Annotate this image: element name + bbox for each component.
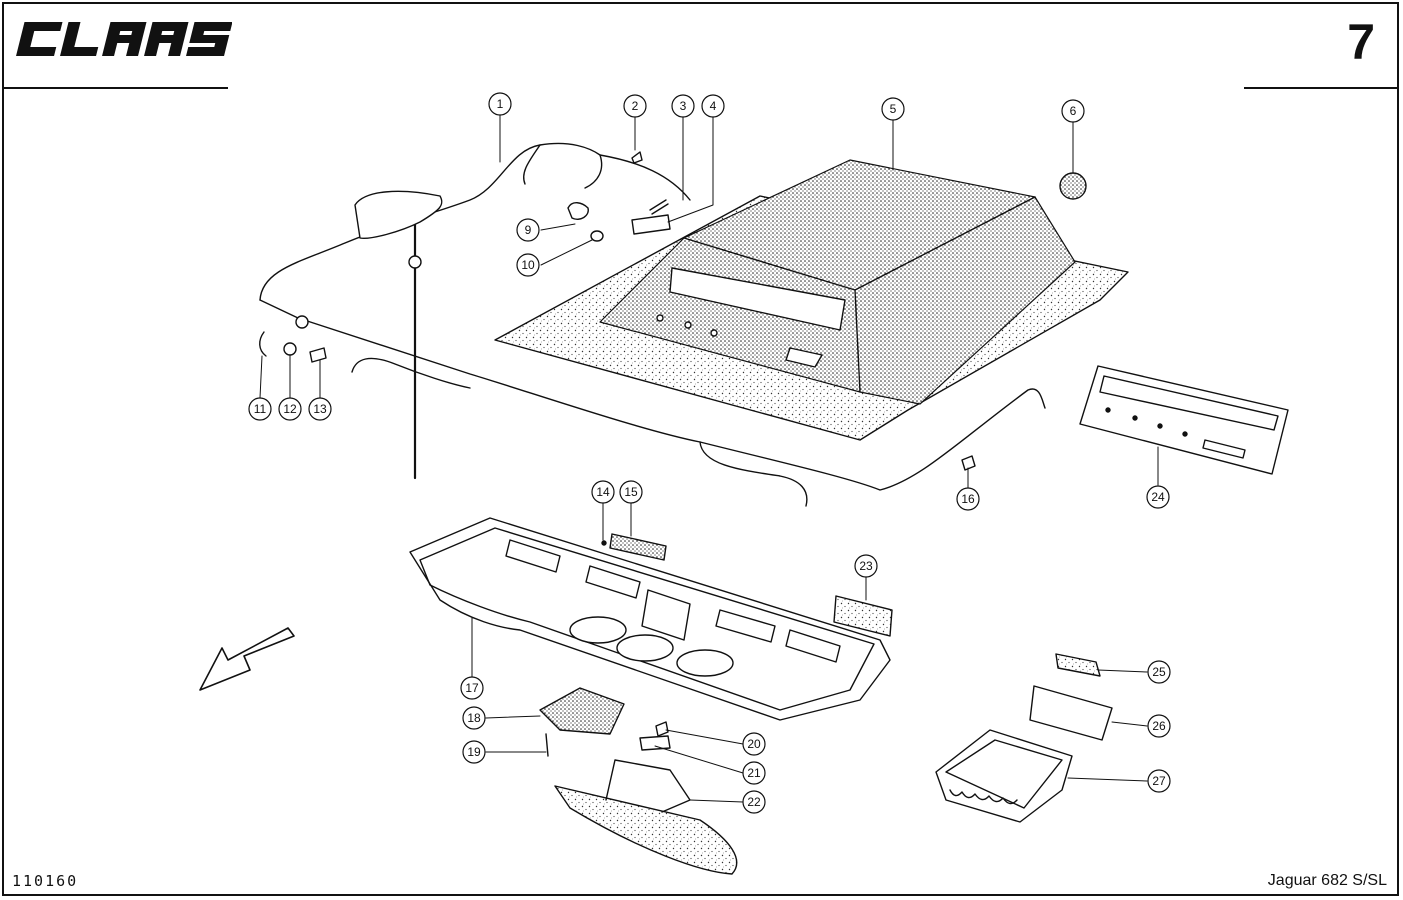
callout-label-9: 9 [525, 223, 532, 237]
connector-part-3 [649, 199, 669, 215]
callout-label-16: 16 [961, 492, 975, 506]
callout-label-4: 4 [710, 99, 717, 113]
header-rule-right [1244, 87, 1399, 89]
callout-label-10: 10 [521, 258, 535, 272]
callout-26 [1147, 714, 1171, 738]
speaker-cover-part-6 [1059, 172, 1087, 200]
callout-label-2: 2 [632, 99, 639, 113]
callout-label-23: 23 [859, 559, 873, 573]
callout-12 [278, 397, 302, 421]
front-panel-part [1079, 365, 1289, 475]
callout-label-26: 26 [1152, 719, 1166, 733]
callout-20 [742, 732, 766, 756]
direction-arrow [199, 627, 295, 691]
callout-label-14: 14 [596, 485, 610, 499]
callout-1 [488, 92, 512, 116]
callout-25 [1147, 660, 1171, 684]
callout-13 [308, 397, 332, 421]
callout-19 [462, 740, 486, 764]
lamp-part-4 [631, 214, 671, 235]
callout-label-25: 25 [1152, 665, 1166, 679]
switch-panel-part-15 [609, 533, 667, 561]
callout-21 [742, 761, 766, 785]
callout-3 [671, 94, 695, 118]
clamp-part-13 [309, 347, 327, 363]
callout-label-6: 6 [1070, 104, 1077, 118]
callout-14 [591, 480, 615, 504]
callout-label-18: 18 [467, 711, 481, 725]
callout-2 [623, 94, 647, 118]
callout-16 [956, 487, 980, 511]
callout-label-12: 12 [283, 402, 297, 416]
callout-label-15: 15 [624, 485, 638, 499]
ring-part-12 [283, 342, 297, 356]
callout-label-1: 1 [497, 97, 504, 111]
claas-logo [12, 16, 233, 67]
cover-part-23 [833, 595, 893, 637]
speaker-grille-part-18 [539, 687, 625, 735]
callout-22 [742, 790, 766, 814]
plate-part-25 [1055, 653, 1101, 677]
screw-part-19 [545, 733, 549, 757]
clip-part-16 [961, 455, 976, 471]
callout-17 [460, 676, 484, 700]
header-rule-left [2, 87, 228, 89]
callout-4 [701, 94, 725, 118]
callout-24 [1146, 485, 1170, 509]
callout-15 [619, 480, 643, 504]
page-number: 7 [1347, 14, 1375, 70]
callout-18 [462, 706, 486, 730]
callout-label-22: 22 [747, 795, 761, 809]
screw-part-14 [601, 540, 607, 546]
callout-10 [516, 253, 540, 277]
callout-5 [881, 97, 905, 121]
console-tray-part [409, 517, 891, 721]
grommet-part-10 [590, 230, 604, 242]
callout-label-27: 27 [1152, 774, 1166, 788]
callout-11 [248, 397, 272, 421]
callout-label-20: 20 [747, 737, 761, 751]
drawing-number: 110160 [12, 872, 79, 890]
storage-tray-part-27 [935, 729, 1073, 823]
callout-label-5: 5 [890, 102, 897, 116]
screw-part-20 [655, 721, 669, 737]
bracket-part-21 [639, 735, 671, 751]
clip-part-11 [259, 331, 267, 357]
callout-23 [854, 554, 878, 578]
callout-label-24: 24 [1151, 490, 1165, 504]
callout-27 [1147, 769, 1171, 793]
callout-label-21: 21 [747, 766, 761, 780]
callout-label-3: 3 [680, 99, 687, 113]
bulb-holder-part-9 [567, 202, 589, 220]
model-name: Jaguar 682 S/SL [1267, 872, 1387, 889]
callout-9 [516, 218, 540, 242]
sun-visor-part [554, 759, 738, 875]
callout-6 [1061, 99, 1085, 123]
wiring-harness-part [259, 142, 1046, 507]
callout-label-17: 17 [465, 681, 479, 695]
roof-headliner-part [494, 159, 1129, 441]
callout-label-19: 19 [467, 745, 481, 759]
callout-label-11: 11 [254, 402, 267, 416]
small-screw-part-2 [631, 151, 643, 164]
callout-label-13: 13 [313, 402, 327, 416]
holder-part-26 [1029, 685, 1113, 741]
